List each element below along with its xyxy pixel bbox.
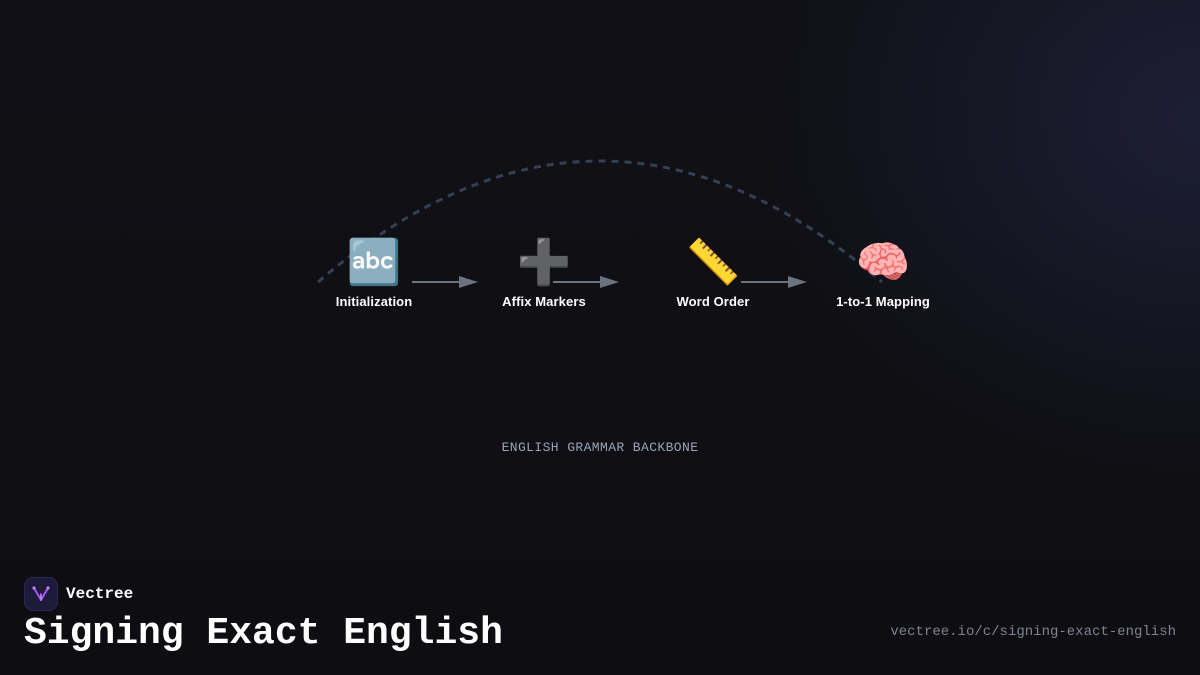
- page-url[interactable]: vectree.io/c/signing-exact-english: [890, 624, 1176, 640]
- node-word-order: 📏 Word Order: [633, 237, 793, 310]
- vectree-logo-icon[interactable]: [24, 577, 58, 611]
- brand-name: Vectree: [66, 585, 134, 603]
- node-affix-markers: ➕ Affix Markers: [464, 237, 624, 310]
- node-label: 1-to-1 Mapping: [836, 294, 930, 309]
- brand: Vectree: [24, 577, 133, 611]
- arrow-2: [553, 276, 619, 288]
- arrow-1: [412, 276, 478, 288]
- ruler-icon: 📏: [685, 237, 741, 288]
- node-initialization: 🔤 Initialization: [294, 237, 454, 310]
- node-1-to-1-mapping: 🧠 1-to-1 Mapping: [803, 237, 963, 310]
- dashed-arc: [317, 159, 883, 284]
- node-label: Word Order: [676, 294, 750, 309]
- arrow-3: [741, 276, 807, 288]
- diagram-caption: ENGLISH GRAMMAR BACKBONE: [501, 440, 699, 455]
- plus-icon: ➕: [516, 237, 572, 288]
- brain-icon: 🧠: [855, 237, 911, 288]
- logo-mark: [32, 586, 50, 601]
- page-title: Signing Exact English: [24, 612, 503, 655]
- node-label: Affix Markers: [502, 294, 586, 309]
- node-label: Initialization: [335, 294, 413, 309]
- abc-letters-icon: 🔤: [346, 237, 402, 288]
